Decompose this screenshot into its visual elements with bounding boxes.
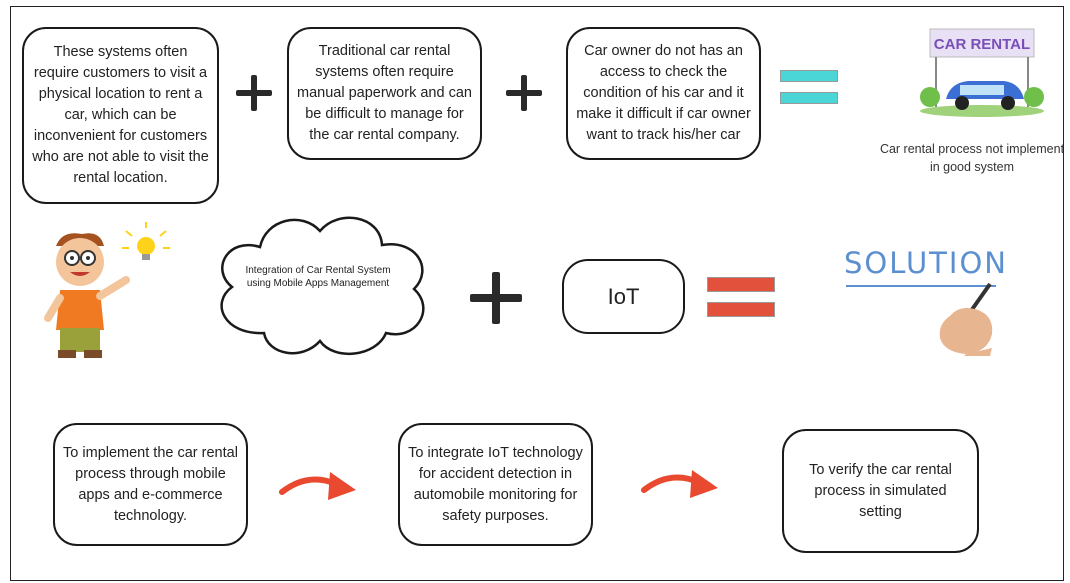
problem-box-physical-location: These systems often require customers to… [22, 27, 219, 204]
objective-text-2: To integrate IoT technology for accident… [408, 444, 583, 524]
curved-arrow-icon-2 [641, 470, 718, 498]
cloud-label: Integration of Car Rental System using M… [245, 265, 391, 289]
plus-sign-2 [506, 75, 542, 111]
car-rental-icon: CAR RENTAL [920, 28, 1044, 117]
problem-box-manual-paperwork: Traditional car rental systems often req… [287, 27, 482, 160]
equals-bar-top [707, 277, 775, 292]
problem-text-2: Traditional car rental systems often req… [297, 43, 472, 143]
equals-bar-top [780, 70, 838, 82]
objective-box-iot-integration: To integrate IoT technology for accident… [398, 423, 593, 546]
solution-underline [846, 285, 996, 287]
equals-sign-2 [707, 277, 775, 317]
equals-bar-bottom [707, 302, 775, 317]
writing-hand-icon [939, 282, 993, 356]
objective-text-1: To implement the car rental process thro… [63, 444, 238, 524]
problem-text-1: These systems often require customers to… [32, 44, 209, 186]
equals-bar-bottom [780, 92, 838, 104]
objective-box-verify: To verify the car rental process in simu… [782, 429, 979, 553]
equals-sign-1 [780, 70, 838, 104]
current-state-caption: Car rental process not implement in good… [879, 142, 1065, 174]
plus-sign-3 [470, 272, 522, 324]
problem-text-3: Car owner do not has an access to check … [576, 43, 751, 143]
lightbulb-icon [122, 222, 170, 260]
objective-box-mobile-apps: To implement the car rental process thro… [53, 423, 248, 546]
iot-box: IoT [562, 259, 685, 334]
plus-sign-1 [236, 75, 272, 111]
cloud-shape [220, 216, 425, 355]
boy-idea-illustration [44, 222, 170, 358]
curved-arrow-icon-1 [279, 472, 356, 500]
solution-text: SOLUTION [844, 246, 1008, 280]
iot-label: IoT [607, 284, 640, 309]
objective-text-3: To verify the car rental process in simu… [809, 461, 952, 520]
problem-box-car-tracking: Car owner do not has an access to check … [566, 27, 761, 160]
car-rental-sign-text: CAR RENTAL [934, 36, 1030, 53]
